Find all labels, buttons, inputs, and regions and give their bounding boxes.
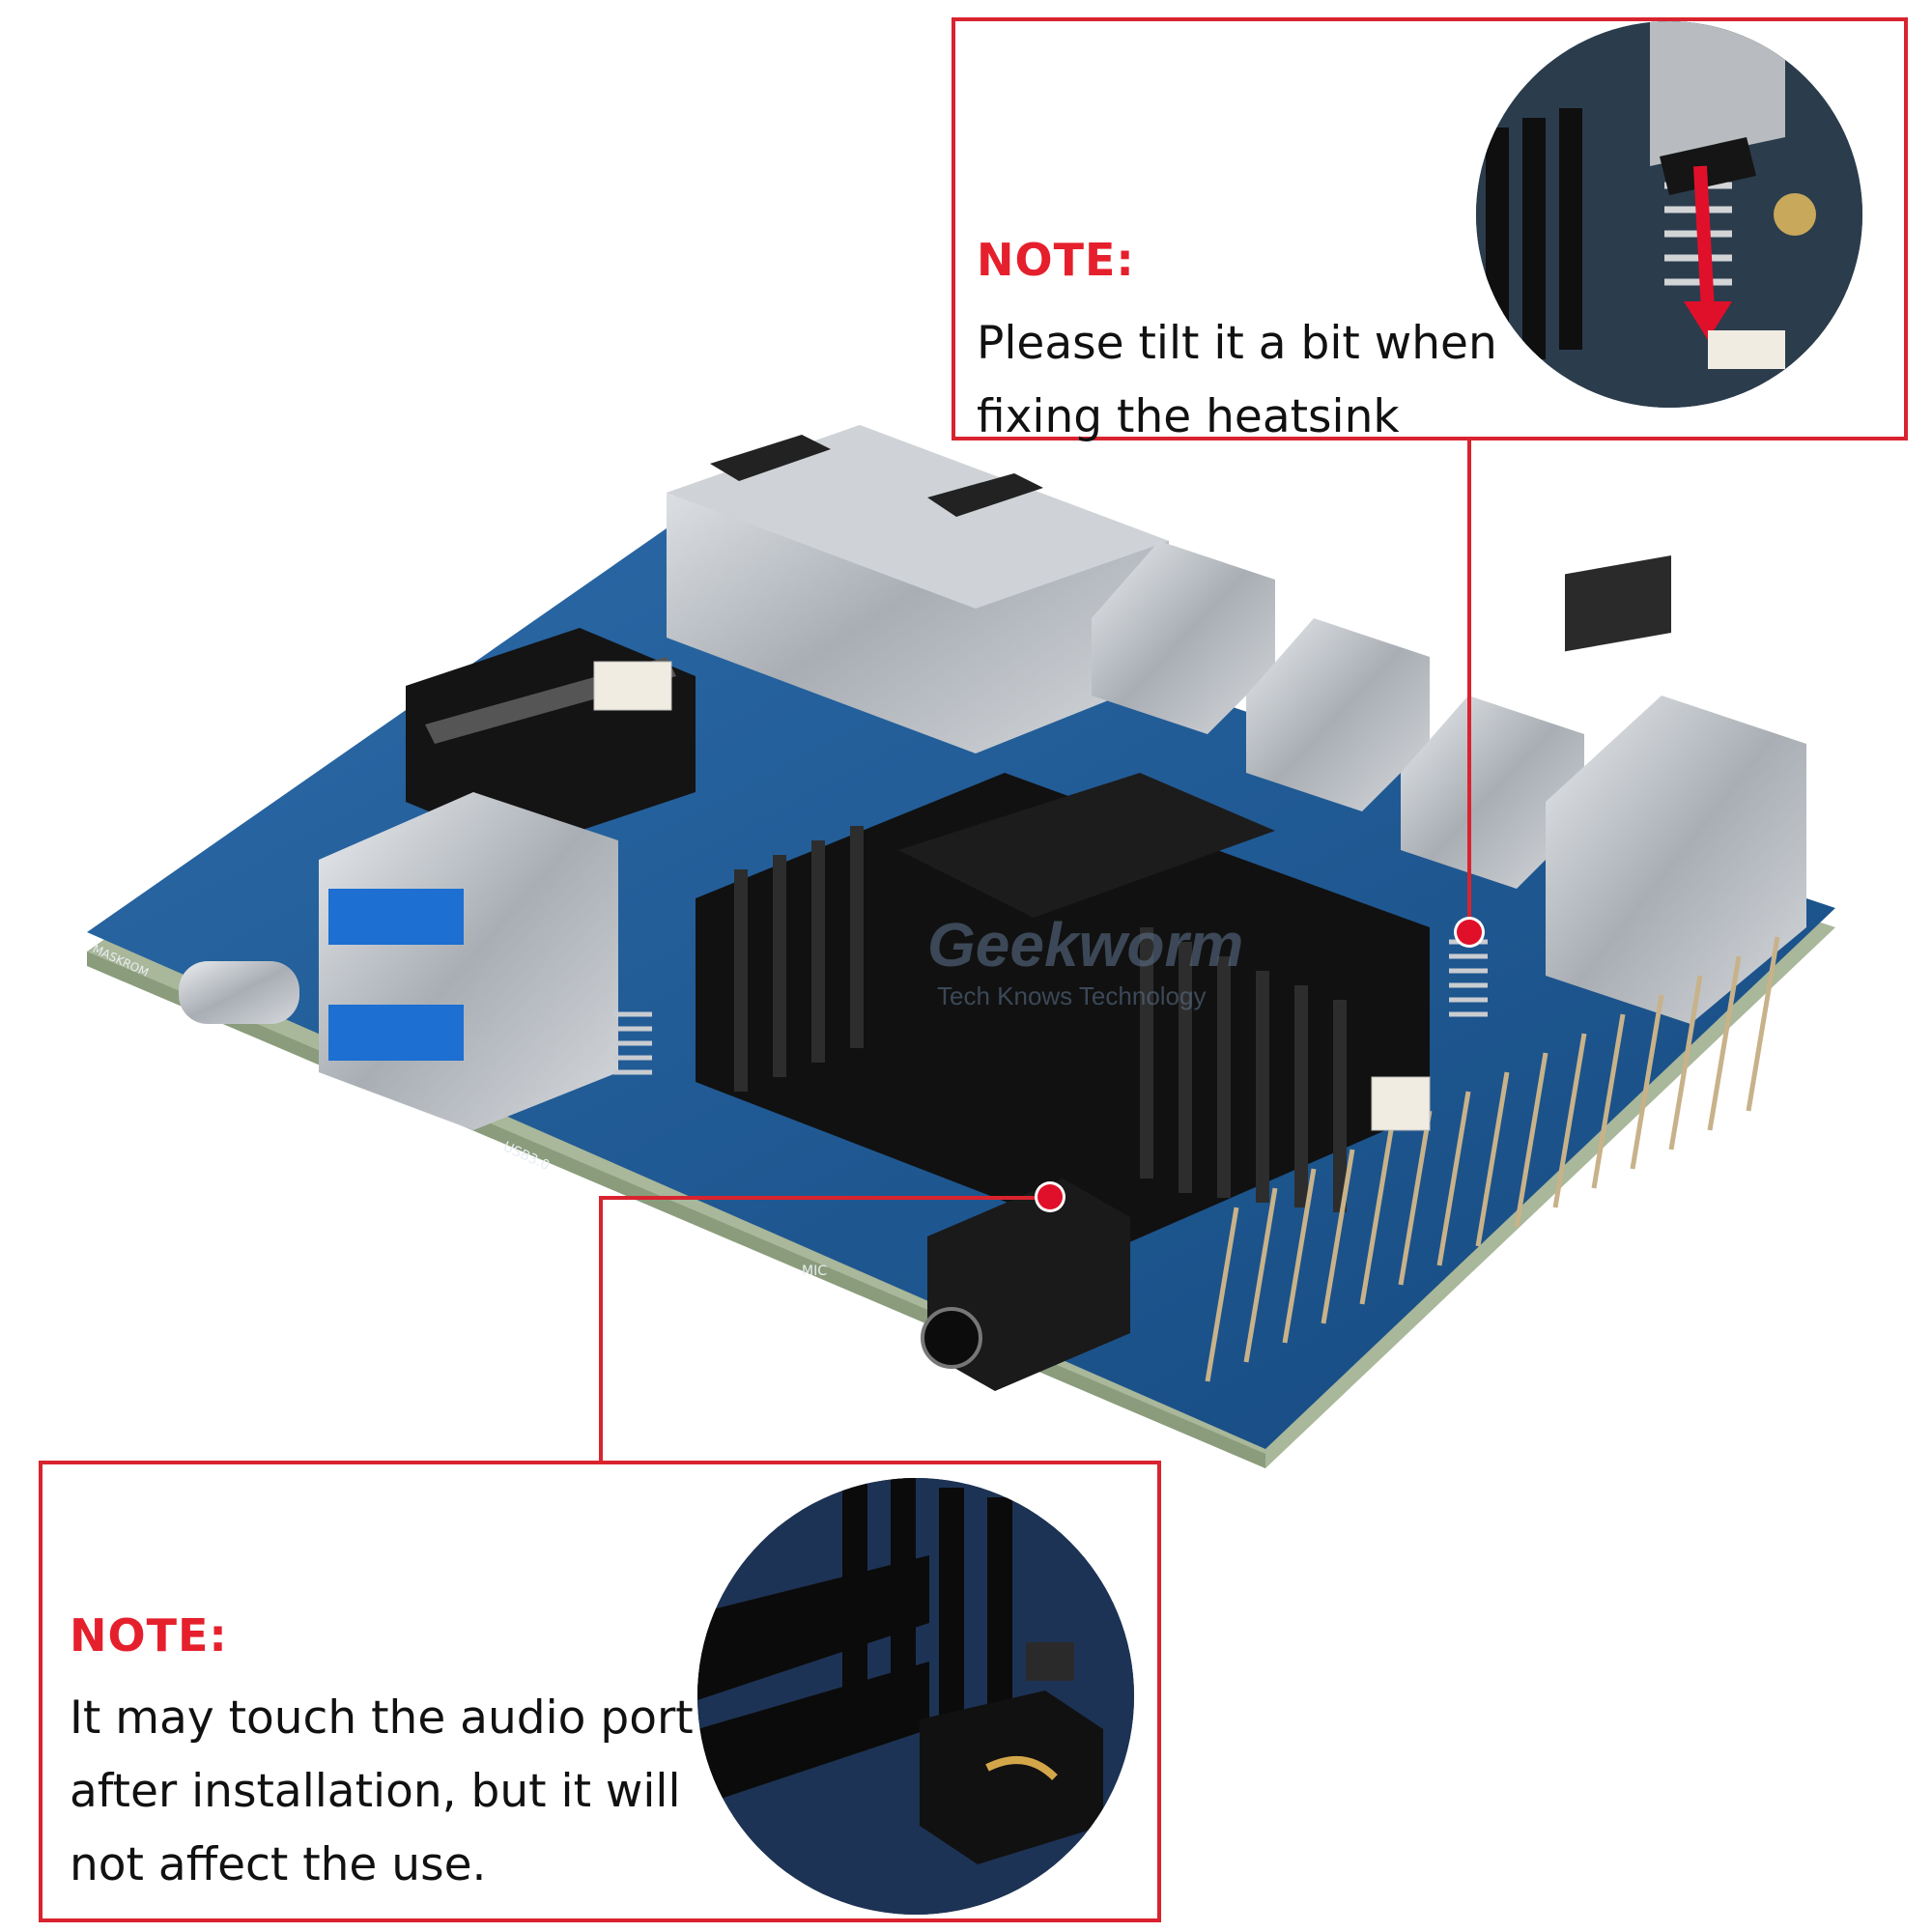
usb-port-right [1546, 554, 1806, 1024]
top-pointer-dot [1457, 920, 1482, 945]
bottom-connector-horizontal [599, 1196, 1051, 1200]
bottom-connector-vertical [599, 1196, 603, 1463]
watermark-tagline: Tech Knows Technology [937, 981, 1206, 1010]
usb3-ports [319, 792, 618, 1130]
top-connector-line [1467, 440, 1471, 931]
note-title-top: NOTE: [977, 234, 1135, 286]
note-line: not affect the use. [70, 1838, 487, 1891]
note-line: fixing the heatsink [977, 390, 1400, 443]
audio-jack [921, 1179, 1130, 1391]
note-title-bottom: NOTE: [70, 1609, 228, 1662]
note-line: after installation, but it will [70, 1765, 681, 1818]
hdmi-ports [1092, 541, 1584, 889]
power-connector [593, 661, 672, 711]
gpio-header [1205, 936, 1780, 1382]
mic-label: MIC [802, 1264, 827, 1279]
bottom-pointer-dot [1037, 1184, 1063, 1209]
note-line: It may touch the audio port [70, 1691, 694, 1745]
note-line: Please tilt it a bit when [977, 317, 1497, 370]
usbc-port [179, 961, 299, 1024]
zoom-image-spring [1476, 21, 1862, 408]
note-body-bottom: It may touch the audio port after instal… [70, 1682, 707, 1902]
note-body-top: Please tilt it a bit when fixing the hea… [977, 307, 1518, 454]
zoom-image-audio-port [697, 1478, 1134, 1915]
fan-connector [1371, 1076, 1431, 1131]
ethernet-port [667, 425, 1169, 753]
watermark-brand: Geekworm [927, 910, 1243, 980]
heatsink [696, 773, 1430, 1246]
